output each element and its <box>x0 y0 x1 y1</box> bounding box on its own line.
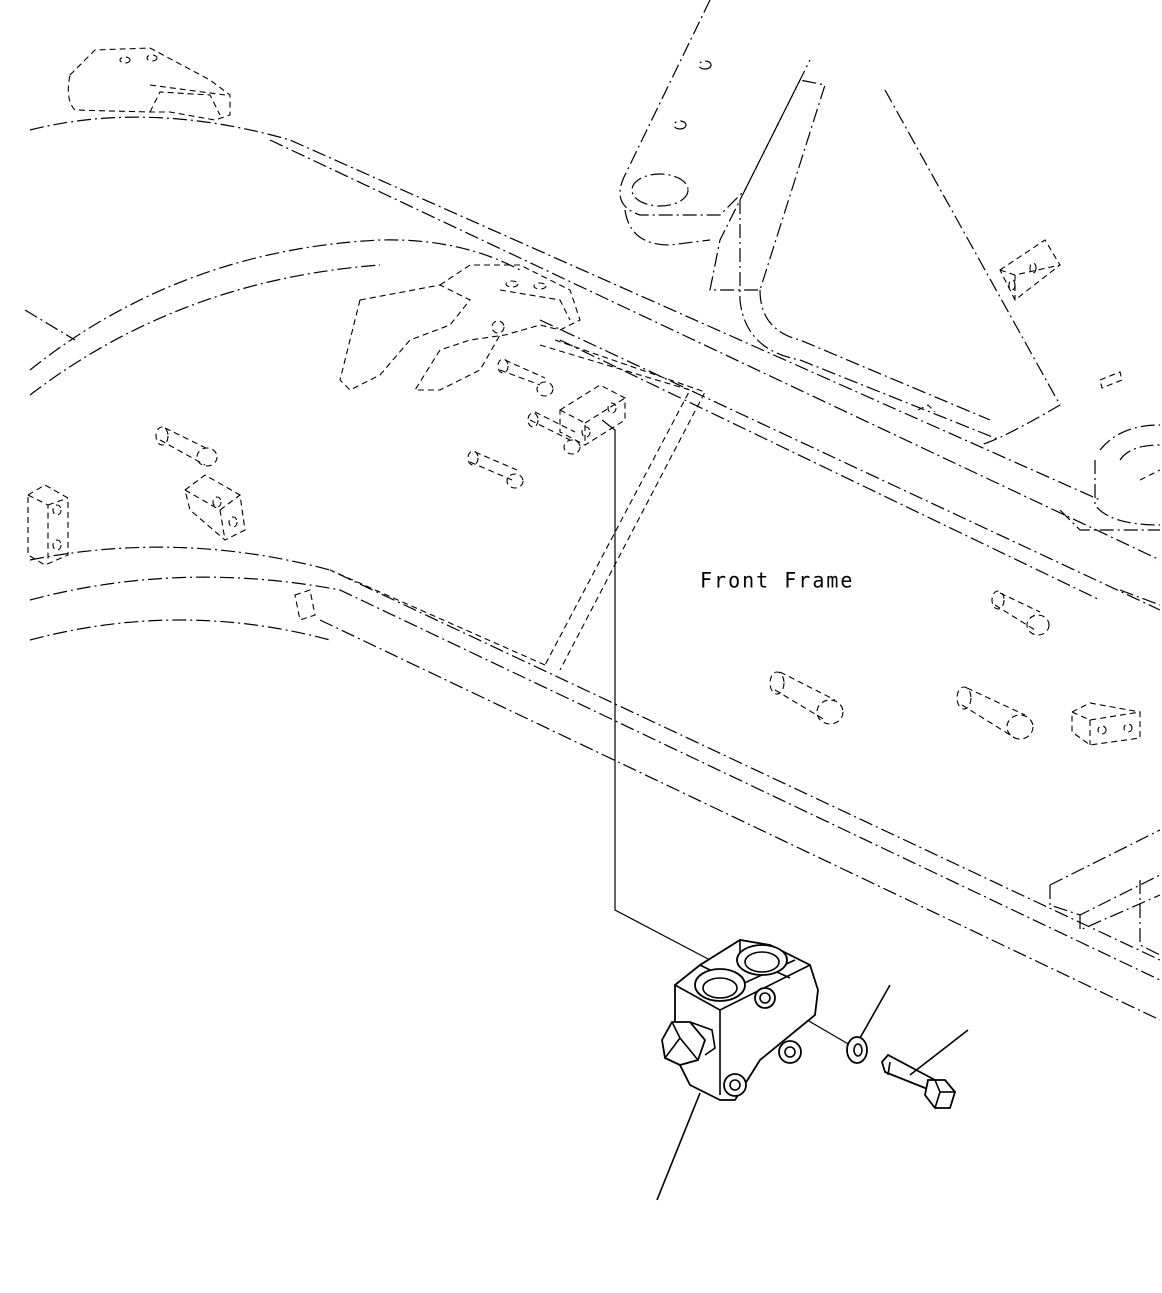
pin-6 <box>770 672 843 724</box>
bolt <box>882 1030 968 1108</box>
port-left <box>695 969 745 1001</box>
frame-blocks <box>28 240 1160 745</box>
block-1 <box>560 385 625 445</box>
top-left-bracket <box>68 48 230 120</box>
valve-block <box>657 940 818 1200</box>
valve-boss-3 <box>724 1074 746 1096</box>
center-mounting-bracket <box>340 265 580 390</box>
block-2 <box>185 475 245 540</box>
hex-plug <box>662 1022 715 1065</box>
tab-small <box>1100 372 1122 388</box>
block-4 <box>1000 240 1060 300</box>
block-6 <box>295 590 315 620</box>
block-3 <box>28 485 68 565</box>
pin-7 <box>957 687 1033 739</box>
tab-small-2 <box>918 405 935 412</box>
frame-pins <box>156 359 1049 739</box>
pin-2 <box>528 412 580 454</box>
pin-5 <box>992 591 1049 635</box>
pin-4 <box>156 427 217 466</box>
pin-1 <box>498 359 553 396</box>
block-5 <box>1072 703 1140 745</box>
front-frame-label: Front Frame <box>700 567 855 593</box>
valve-boss-1 <box>755 988 775 1008</box>
valve-boss-2 <box>779 1041 801 1063</box>
port-right <box>737 945 787 975</box>
washer <box>847 985 890 1063</box>
pin-3 <box>468 451 523 488</box>
front-frame-outline <box>25 0 1160 1020</box>
